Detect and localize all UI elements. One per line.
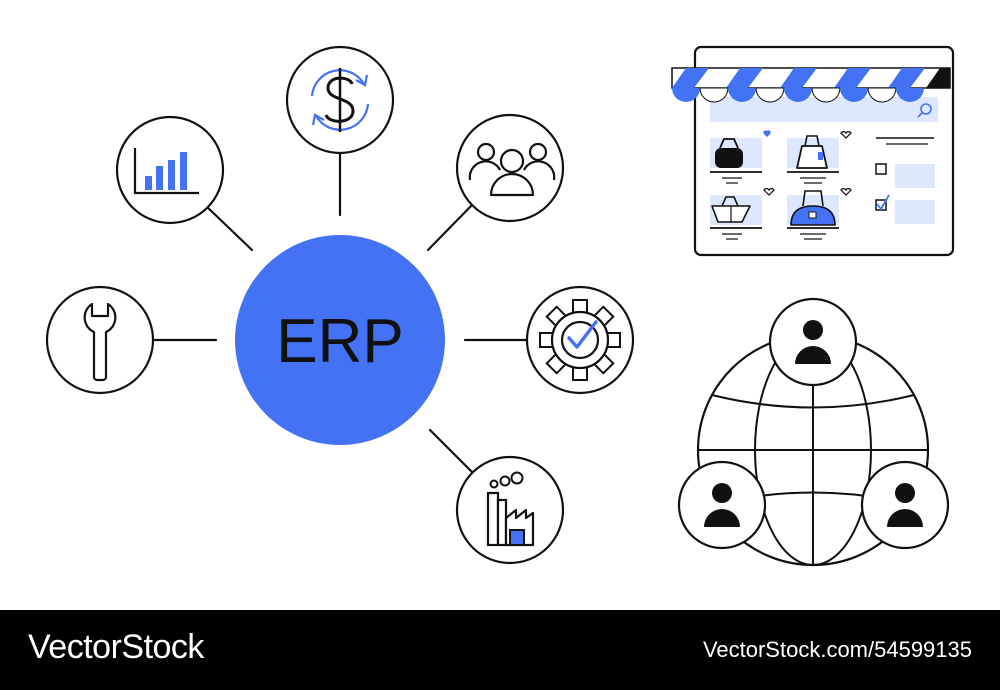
dollar-cycle-icon [285,45,395,155]
image-id-text: VectorStock.com/54599135 [702,637,972,662]
bar-chart-icon [115,115,225,225]
connector-lines [153,150,529,475]
erp-label: ERP [276,307,403,376]
user-node-left [677,460,767,550]
team-icon [455,113,565,223]
online-store-icon [671,45,955,257]
erp-diagram: ERP [45,45,955,567]
wrench-icon [45,285,155,395]
global-network-icon [677,297,950,567]
watermark-bar: VectorStock VectorStock.com/54599135 [0,610,1000,690]
vectorstock-logo: VectorStock [28,628,204,666]
user-node-top [768,297,858,387]
user-node-right [860,460,950,550]
gear-check-icon [525,285,635,395]
erp-hub: ERP [235,235,445,445]
factory-icon [455,455,565,565]
